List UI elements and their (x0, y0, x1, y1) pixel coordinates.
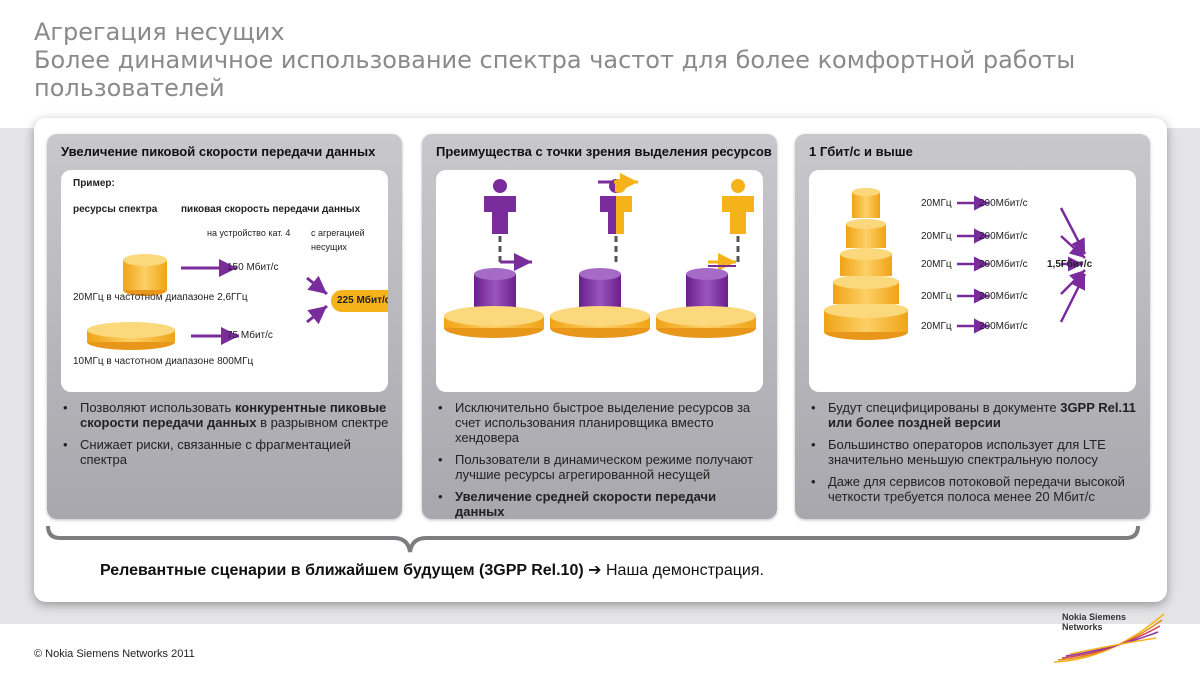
bullet-item: Позволяют использовать конкурентные пико… (61, 400, 391, 430)
layer-rate: 200Мбит/с (979, 291, 1028, 302)
page-title: Агрегация несущих (34, 18, 285, 46)
panel-heading: Преимущества с точки зрения выделения ре… (436, 144, 772, 159)
layer-bw: 20МГц (921, 291, 952, 302)
bracket (46, 525, 1140, 553)
title-block: Агрегация несущих Более динамичное испол… (34, 18, 1134, 102)
bullet-item: Большинство операторов использует для LT… (809, 437, 1139, 467)
summary-bold: Релевантные сценарии в ближайшем будущем… (100, 562, 584, 579)
allocation-diagram (436, 170, 763, 392)
panel-resource-allocation: Преимущества с точки зрения выделения ре… (422, 134, 777, 519)
total-pill (331, 290, 388, 312)
total-rate: 225 Мбит/с (337, 295, 388, 306)
disc-orange-3 (656, 306, 756, 338)
nsn-logo-icon (1053, 613, 1165, 663)
panel-gigabit: 1 Гбит/с и выше (795, 134, 1150, 519)
arrow-join1 (306, 275, 328, 296)
layer-bw: 20МГц (921, 231, 952, 242)
page-subtitle: Более динамичное использование спектра ч… (34, 46, 1076, 74)
cylinder-20mhz (123, 254, 167, 296)
band2: 10МГц в частотном диапазоне 800МГц (73, 356, 254, 367)
layer-rate: 200Мбит/с (979, 259, 1028, 270)
arrow-join2 (306, 304, 328, 325)
panel-heading: 1 Гбит/с и выше (809, 144, 913, 159)
bullet-list: Исключительно быстрое выделение ресурсов… (436, 400, 766, 526)
logo-text: Nokia Siemens Networks (1062, 612, 1127, 632)
user-icon-split (600, 179, 632, 234)
bullet-item: Снижает риски, связанные с фрагментацией… (61, 437, 391, 467)
tower-tier-3 (840, 248, 892, 276)
summary-line: Релевантные сценарии в ближайшем будущем… (100, 560, 764, 580)
arrow-icon: ➔ (588, 562, 602, 579)
bullet-item: Исключительно быстрое выделение ресурсов… (436, 400, 766, 445)
summary-demo: Наша демонстрация. (601, 562, 764, 579)
example-diagram: Пример: ресурсы спектра пиковая скорость… (61, 170, 388, 392)
panel-peak-rate: Увеличение пиковой скорости передачи дан… (47, 134, 402, 519)
disc-orange-1 (444, 306, 544, 338)
layer-bw: 20МГц (921, 259, 952, 270)
bullet-item: Пользователи в динамическом режиме получ… (436, 452, 766, 482)
tower-tier-5 (824, 302, 908, 340)
tower-diagram: 20МГц 200Мбит/с 20МГц 200Мбит/с 20МГц 20… (809, 170, 1136, 392)
layer-rate: 200Мбит/с (979, 321, 1028, 332)
rate2: 75 Мбит/с (227, 330, 273, 341)
cylinder-10mhz (87, 322, 175, 350)
col-peak: пиковая скорость передачи данных (181, 204, 361, 215)
layer-rate: 200Мбит/с (979, 198, 1028, 209)
col-spectrum: ресурсы спектра (73, 204, 158, 215)
layer-bw: 20МГц (921, 321, 952, 332)
aggregated-2: несущих (311, 242, 347, 252)
bullet-item: Увеличение средней скорости передачи дан… (436, 489, 766, 519)
bullet-list: Будут специфицированы в документе 3GPP R… (809, 400, 1139, 511)
band1: 20МГц в частотном диапазоне 2,6ГГц (73, 292, 248, 303)
user-icon-purple (484, 179, 516, 234)
aggregated-1: с агрегацией (311, 228, 365, 238)
device-cat: на устройство кат. 4 (207, 228, 291, 238)
rate1: 150 Мбит/с (227, 262, 279, 273)
user-icon-orange (722, 179, 754, 234)
panel-heading: Увеличение пиковой скорости передачи дан… (61, 144, 376, 159)
bullet-item: Даже для сервисов потоковой передачи выс… (809, 474, 1139, 504)
bullet-list: Позволяют использовать конкурентные пико… (61, 400, 391, 474)
layer-rate: 200Мбит/с (979, 231, 1028, 242)
disc-orange-2 (550, 306, 650, 338)
copyright: © Nokia Siemens Networks 2011 (34, 648, 195, 660)
tower-tier-4 (833, 275, 899, 304)
total-rate: 1,5Гбит/с (1047, 259, 1093, 270)
layer-bw: 20МГц (921, 198, 952, 209)
page-subtitle-cont: пользователей (34, 74, 225, 102)
bullet-item: Будут специфицированы в документе 3GPP R… (809, 400, 1139, 430)
example-label: Пример: (73, 178, 115, 189)
tower-tier-1 (852, 188, 880, 218)
tower-tier-2 (846, 219, 886, 248)
